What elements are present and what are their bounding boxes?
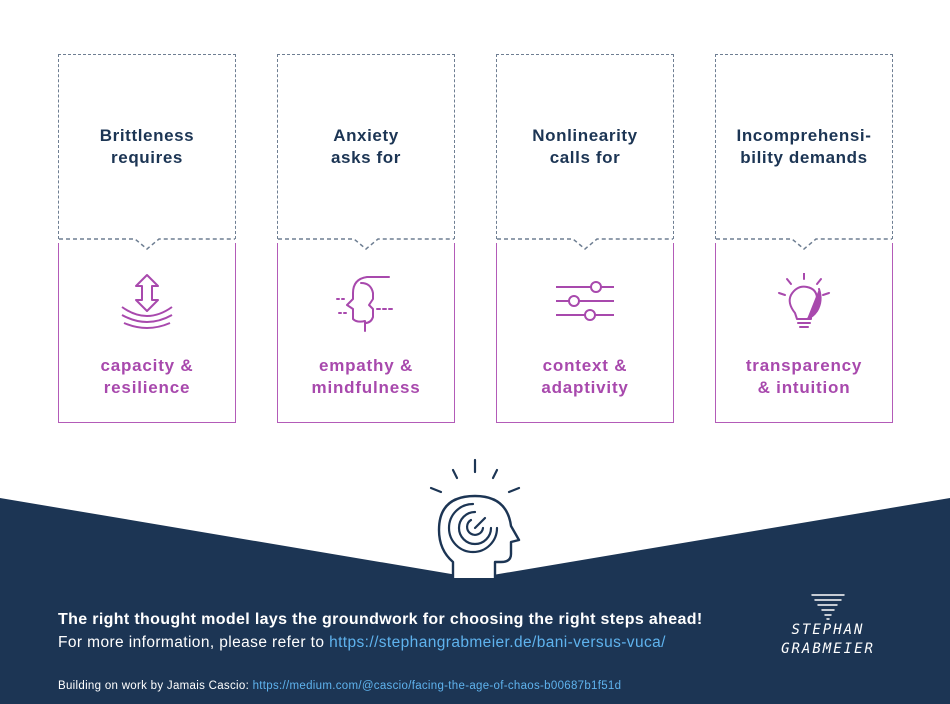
column-top-box: Anxiety asks for (277, 54, 455, 239)
column-top-box: Incomprehensi- bility demands (715, 54, 893, 239)
column-title: Nonlinearity calls for (532, 126, 638, 167)
tornado-icon (811, 594, 845, 620)
column-top-box: Brittleness requires (58, 54, 236, 239)
notch-connector (497, 238, 673, 250)
column-bottom-box: transparency & intuition (715, 243, 893, 423)
column-label: capacity & resilience (100, 356, 194, 397)
footer-banner (0, 498, 950, 704)
footer-info-text: For more information, please refer to (58, 634, 330, 651)
logo-line-1: STEPHAN (791, 622, 865, 638)
column-title: Anxiety asks for (330, 126, 401, 167)
column-anxiety: Anxiety asks for empathy & mindfulness (277, 54, 455, 423)
column-bottom-box: empathy & mindfulness (277, 243, 455, 423)
column-title: Incomprehensi- bility demands (736, 126, 872, 167)
face-profile-icon (336, 276, 394, 332)
lightbulb-hand-icon (778, 273, 830, 328)
column-incomprehensibility: Incomprehensi- bility demands transparen… (715, 54, 893, 423)
column-top-box: Nonlinearity calls for (496, 54, 674, 239)
column-brittleness: Brittleness requires capacity & resilien… (58, 54, 236, 423)
logo-line-2: GRABMEIER (781, 641, 875, 657)
column-title: Brittleness requires (99, 126, 195, 167)
column-nonlinearity: Nonlinearity calls for context & adaptiv… (496, 54, 674, 423)
footer-credit-text: Building on work by Jamais Cascio: (58, 680, 253, 692)
notch-connector (59, 238, 235, 250)
notch-connector (716, 238, 892, 250)
column-bottom-box: capacity & resilience (58, 243, 236, 423)
stephan-grabmeier-logo: STEPHAN GRABMEIER (758, 592, 898, 664)
column-label: context & adaptivity (541, 356, 629, 397)
footer-credit-link[interactable]: https://medium.com/@cascio/facing-the-ag… (252, 680, 622, 692)
column-label: transparency & intuition (745, 356, 863, 397)
footer-info: For more information, please refer to ht… (58, 634, 666, 652)
footer-headline: The right thought model lays the groundw… (58, 611, 703, 628)
column-label: empathy & mindfulness (311, 356, 421, 397)
footer-credit: Building on work by Jamais Cascio: https… (58, 680, 621, 692)
head-maze-icon (429, 458, 521, 578)
notch-connector (278, 238, 454, 250)
compression-arrows-icon (121, 274, 173, 329)
column-bottom-box: context & adaptivity (496, 243, 674, 423)
sliders-icon (556, 281, 614, 321)
footer-info-link[interactable]: https://stephangrabmeier.de/bani-versus-… (329, 634, 666, 651)
